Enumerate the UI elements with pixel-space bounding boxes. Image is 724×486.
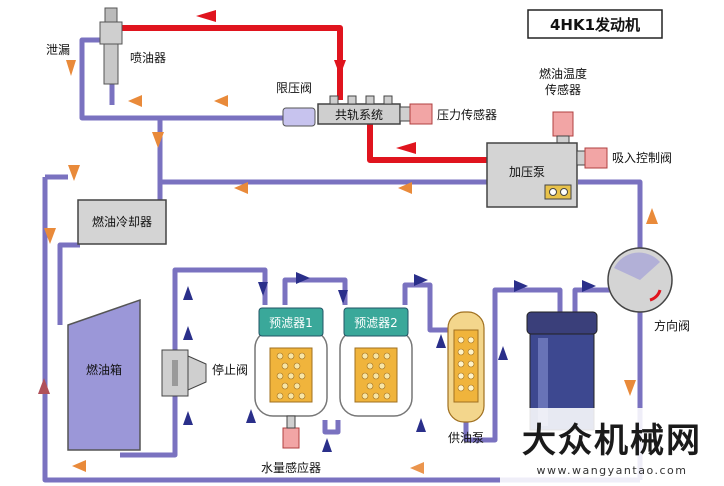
prefilter-1: 预滤器1 水量感应器 [254,307,328,475]
prefilter-2: 预滤器2 [339,307,413,417]
pressure-sensor-label: 压力传感器 [437,107,497,122]
pressure-limiter-label: 限压阀 [276,81,312,95]
fuel-tank: 燃油箱 [67,298,141,451]
high-pressure-arrows [196,10,416,154]
low-pressure-pipes [42,37,643,483]
feed-arrows [183,272,596,452]
water-sensor-label: 水量感应器 [261,460,321,475]
stop-valve-label: 停止阀 [212,362,248,377]
fuel-cooler: 燃油冷却器 [77,199,167,245]
leak-label: 泄漏 [46,43,70,57]
pressure-limiter: 限压阀 [276,81,316,127]
watermark-url: www.wangyantao.com [537,464,688,477]
common-rail-label: 共轨系统 [335,108,383,122]
fuel-cooler-label: 燃油冷却器 [92,214,152,229]
injector: 喷油器 [99,7,166,85]
return-arrows [38,60,658,474]
injector-label: 喷油器 [130,51,166,65]
watermark: 大众机械网 www.wangyantao.com [500,408,724,486]
suction-control-valve-label: 吸入控制阀 [612,151,672,165]
supply-pump-label: 加压泵 [509,165,545,179]
common-rail: 共轨系统 [317,95,401,125]
direction-valve: 方向阀 [607,247,690,333]
fuel-temp-sensor: 燃油温度 传感器 [539,66,587,145]
fuel-temp-sensor-label-line2: 传感器 [545,82,581,97]
prefilter-2-label: 预滤器2 [354,316,398,330]
fuel-tank-label: 燃油箱 [86,362,122,377]
feed-pump-label: 供油泵 [448,431,484,445]
stop-valve: 停止阀 [161,349,248,397]
pressure-sensor: 压力传感器 [399,103,497,125]
title: 4HK1发动机 [550,16,640,34]
watermark-cn: 大众机械网 [522,421,702,461]
feed-pump: 供油泵 [447,311,485,445]
title-box: 4HK1发动机 [527,9,663,39]
prefilter-1-label: 预滤器1 [269,316,313,330]
supply-pump: 加压泵 吸入控制阀 [486,142,672,208]
direction-valve-label: 方向阀 [654,318,690,333]
fuel-temp-sensor-label-line1: 燃油温度 [539,66,587,81]
